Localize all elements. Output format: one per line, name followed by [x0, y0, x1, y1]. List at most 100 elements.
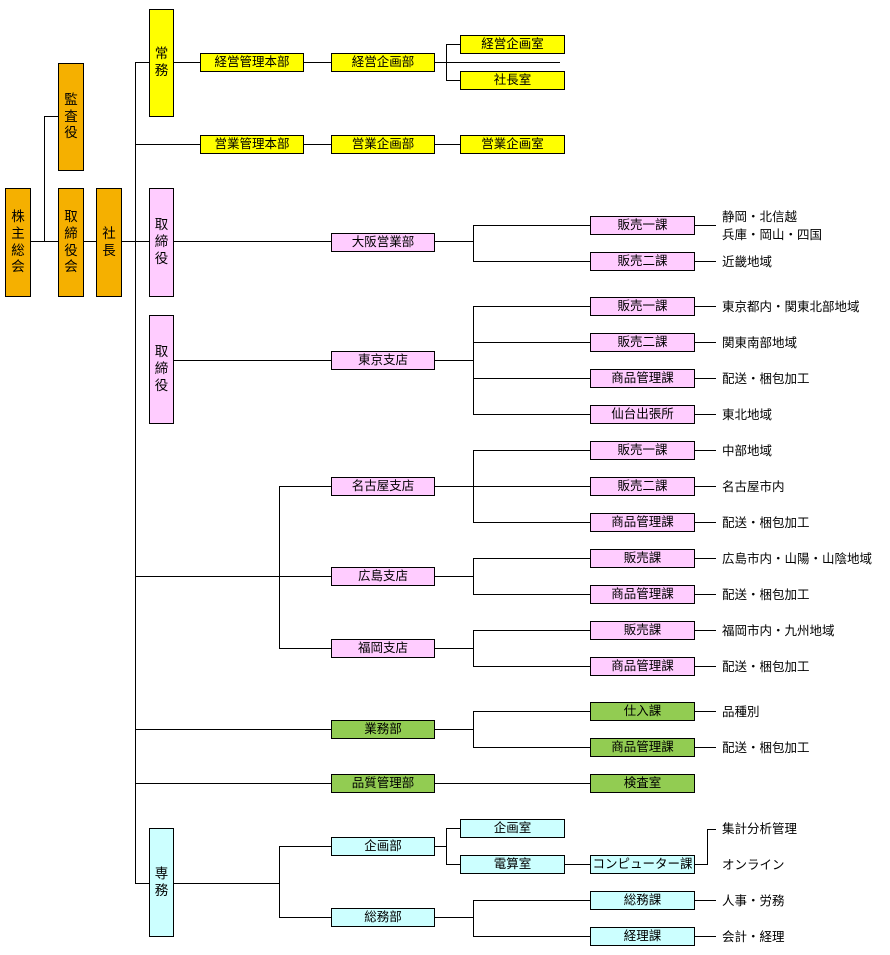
- connector: [473, 225, 474, 262]
- connector: [279, 917, 331, 918]
- tokyo-goods-area: 配送・梱包加工: [722, 371, 810, 386]
- president-office-box: 社長室: [460, 71, 565, 90]
- hiroshima-goods-area: 配送・梱包加工: [722, 587, 810, 602]
- vertical-char: 常: [154, 46, 169, 63]
- hiroshima-sales-box: 販売課: [590, 549, 695, 568]
- connector: [434, 917, 473, 918]
- osaka-sales2-area: 近畿地域: [722, 254, 773, 269]
- connector: [174, 883, 279, 884]
- connector: [694, 486, 716, 487]
- osaka-sales1-area-line2: 兵庫・岡山・四国: [722, 227, 823, 242]
- connector: [473, 306, 474, 414]
- vertical-char: 締: [64, 225, 78, 242]
- vertical-char: 主: [11, 225, 25, 242]
- connector: [473, 666, 590, 667]
- fukuoka-goods-box: 商品管理課: [590, 657, 695, 676]
- connector: [279, 648, 331, 649]
- vertical-char: 務: [154, 882, 169, 899]
- shareholders-meeting-box: 株主総会: [5, 188, 31, 297]
- connector: [135, 62, 136, 883]
- board-box: 取締役会: [58, 188, 84, 297]
- management-hq-box: 経営管理本部: [200, 53, 304, 72]
- connector: [135, 62, 149, 63]
- connector: [446, 44, 447, 80]
- connector: [473, 414, 590, 415]
- connector: [135, 729, 331, 730]
- nagoya-sales2-box: 販売二課: [590, 477, 695, 496]
- connector: [434, 241, 473, 242]
- tokyo-sales2-area: 関東南部地域: [722, 335, 798, 350]
- connector: [707, 829, 708, 865]
- sales-planning-office-box: 営業企画室: [460, 135, 565, 154]
- connector: [473, 225, 590, 226]
- connector: [694, 594, 716, 595]
- sales-management-hq-box: 営業管理本部: [200, 135, 304, 154]
- connector: [44, 116, 45, 242]
- connector: [707, 829, 716, 830]
- connector: [473, 900, 474, 937]
- planning-dept-box: 企画部: [331, 837, 435, 856]
- osaka-sales1-area-line1: 静岡・北信越: [722, 209, 798, 224]
- tokyo-goods-box: 商品管理課: [590, 369, 695, 388]
- nagoya-branch-box: 名古屋支店: [331, 477, 435, 496]
- vertical-char: 締: [154, 234, 169, 251]
- connector: [174, 241, 434, 242]
- auditor-box: 監査役: [58, 63, 84, 171]
- connector: [279, 846, 280, 918]
- general-affairs-section-box: 総務課: [590, 891, 695, 910]
- accounting-area: 会計・経理: [722, 929, 785, 944]
- managing-director-box: 常務: [149, 9, 174, 117]
- vertical-char: 会: [11, 259, 25, 276]
- hiroshima-sales-area: 広島市内・山陽・山陰地域: [722, 551, 873, 566]
- connector: [473, 747, 590, 748]
- nagoya-sales2-area: 名古屋市内: [722, 479, 785, 494]
- connector: [694, 630, 716, 631]
- vertical-char: 務: [154, 63, 169, 79]
- connector: [473, 522, 590, 523]
- vertical-char: 株: [11, 208, 25, 225]
- sendai-office-area: 東北地域: [722, 407, 773, 422]
- vertical-char: 査: [64, 108, 78, 125]
- vertical-char: 監: [64, 91, 78, 108]
- connector: [694, 225, 716, 226]
- hiroshima-goods-box: 商品管理課: [590, 585, 695, 604]
- connector: [135, 883, 149, 884]
- inspection-office-box: 検査室: [590, 774, 695, 793]
- computer-task-online: オンライン: [722, 857, 785, 872]
- fukuoka-sales-area: 福岡市内・九州地域: [722, 623, 835, 638]
- connector: [473, 558, 474, 595]
- fukuoka-goods-area: 配送・梱包加工: [722, 659, 810, 674]
- vertical-char: 役: [154, 377, 169, 394]
- president-box: 社長: [96, 188, 122, 297]
- connector: [174, 360, 473, 361]
- connector: [694, 900, 716, 901]
- fukuoka-sales-box: 販売課: [590, 621, 695, 640]
- management-planning-dept-box: 経営企画部: [331, 53, 435, 72]
- connector: [446, 864, 460, 865]
- vertical-char: 取: [64, 208, 78, 225]
- connector: [694, 450, 716, 451]
- connector: [279, 486, 331, 487]
- connector: [694, 747, 716, 748]
- connector: [31, 241, 157, 242]
- vertical-char: 役: [64, 242, 78, 259]
- connector: [279, 846, 331, 847]
- connector: [434, 486, 473, 487]
- connector: [473, 594, 590, 595]
- tokyo-sales1-box: 販売一課: [590, 297, 695, 316]
- connector: [694, 558, 716, 559]
- osaka-sales2-box: 販売二課: [590, 252, 695, 271]
- connector: [473, 900, 590, 901]
- connector: [434, 846, 447, 847]
- operations-goods-area: 配送・梱包加工: [722, 740, 810, 755]
- vertical-char: 役: [64, 125, 78, 142]
- fukuoka-branch-box: 福岡支店: [331, 639, 435, 658]
- operations-goods-box: 商品管理課: [590, 738, 695, 757]
- vertical-char: 総: [11, 242, 25, 259]
- computing-office-box: 電算室: [460, 855, 565, 874]
- osaka-sales-dept-box: 大阪営業部: [331, 233, 435, 252]
- vertical-char: 長: [102, 242, 116, 259]
- connector: [44, 116, 58, 117]
- connector: [694, 666, 716, 667]
